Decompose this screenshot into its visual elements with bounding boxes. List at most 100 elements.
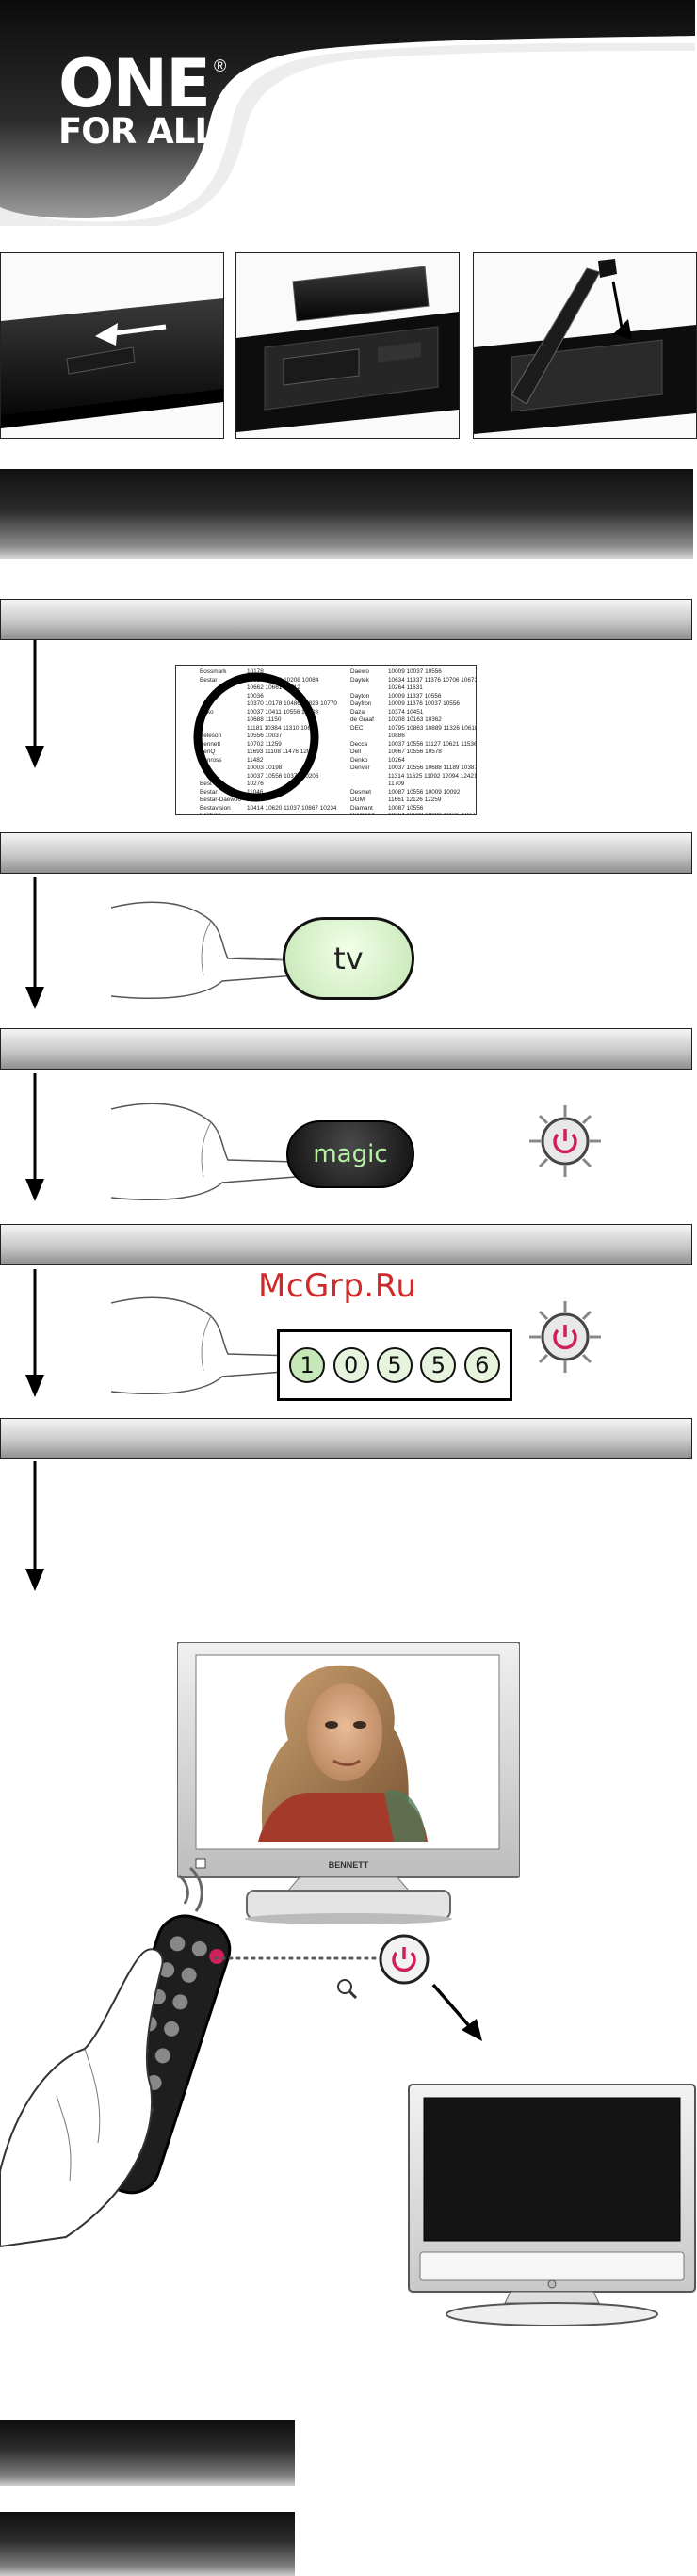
code-list-entry: 10208 10163 10362	[388, 716, 442, 723]
code-list-entry: Denver	[350, 765, 370, 771]
brand-logo: ONE FOR ALL ®	[58, 45, 247, 152]
code-list-entry: 10009 11376 10037 10556	[388, 700, 460, 707]
diagonal-arrow-icon	[431, 1983, 482, 2041]
code-list-entry: 10702 11259	[247, 740, 282, 748]
code-list-entry: 11709	[388, 781, 405, 787]
code-list-entry: 10276	[247, 781, 264, 787]
power-button-icon	[379, 1934, 430, 1985]
code-list-entry: Dayton	[350, 692, 370, 700]
down-arrow-icon	[25, 877, 44, 1009]
hand-pressing-icon	[111, 1296, 300, 1395]
code-list-entry: 10414 10620 11037 10867 10234	[247, 804, 337, 812]
power-led-icon	[529, 1105, 601, 1177]
magic-button-label: magic	[313, 1140, 388, 1168]
code-list-entry: 11314 11625 11092 12094 12421	[388, 772, 477, 780]
down-arrow-icon	[25, 1269, 44, 1397]
code-list-entry: 10178	[247, 668, 264, 675]
power-led-icon	[529, 1301, 601, 1373]
code-list-entry: 11693 11108 11476 12094	[247, 749, 317, 755]
signal-path	[215, 1956, 382, 2000]
code-list-entry: 10374 10451	[388, 708, 424, 716]
bottom-banner-1	[0, 2420, 295, 2486]
digit-button-0[interactable]: 0	[332, 1347, 369, 1383]
code-list-entry: Dayfron	[350, 700, 372, 707]
code-list-entry: 10037 10556 10370 10206	[247, 772, 319, 780]
code-list-entry: 11482	[247, 756, 264, 764]
hand-pressing-icon	[111, 901, 304, 1000]
code-list-entry: Bestar-Daewoo	[200, 797, 242, 803]
logo-line-one: ONE	[58, 45, 211, 122]
step-bar-2	[0, 832, 692, 874]
down-arrow-icon	[25, 1461, 44, 1591]
digit-button-5[interactable]: 5	[376, 1347, 413, 1383]
code-list-entry: 10037 10556 11127 10621 11536	[388, 740, 477, 748]
code-list-entry: Decca	[350, 740, 368, 748]
battery-step-photo-1	[0, 252, 224, 439]
down-arrow-icon	[25, 640, 44, 768]
step-bar-4	[0, 1224, 692, 1265]
tv-brand-label: BENNETT	[329, 1860, 369, 1870]
watermark-text: McGrp.Ru	[258, 1267, 417, 1305]
code-list-entry: 11661 12126 12259	[388, 797, 442, 803]
down-arrow-icon	[25, 1073, 44, 1201]
code-list-entry: Bestar	[200, 676, 218, 684]
magic-button[interactable]: magic	[286, 1120, 414, 1188]
code-list-entry: 10634 11337 11376 10706 10673	[388, 676, 477, 684]
code-list-entry: Benross	[200, 756, 222, 764]
code-list-entry: de Graaf	[350, 716, 374, 723]
television-on: BENNETT	[177, 1642, 520, 1924]
code-list-entry: Bestvell	[200, 813, 241, 814]
code-list-entry: 10036	[247, 692, 264, 700]
code-list-entry: 11181 10384 11310 10602	[247, 724, 317, 732]
step-bar-5	[0, 1418, 692, 1459]
code-list-entry: 10087 10556 10009 10092	[388, 788, 461, 796]
remote-control-in-hand	[0, 1866, 232, 2248]
step-bar-3	[0, 1028, 692, 1070]
code-list-entry: Diamant	[350, 804, 373, 812]
bottom-banner-2	[0, 2512, 295, 2576]
code-list-entry: 10370 10178 10486 10823 10770	[247, 700, 337, 707]
tv-button[interactable]: tv	[283, 917, 414, 1000]
code-list-entry: Daewo	[350, 668, 369, 675]
code-list-entry: DGM	[350, 797, 365, 803]
code-list-entry: 10009 11337 10556	[388, 692, 442, 700]
code-list-entry: Best	[200, 781, 212, 787]
code-list-entry: Daza	[350, 708, 365, 716]
television-off	[408, 2084, 696, 2326]
tv-button-label: tv	[333, 941, 364, 976]
code-list-entry: BenQ	[200, 749, 216, 755]
section-banner	[0, 469, 693, 559]
code-list-entry: 10009 10037 10556	[388, 668, 442, 675]
digit-button-5[interactable]: 5	[420, 1347, 457, 1383]
trademark-symbol: ®	[214, 56, 227, 75]
code-list-entry: Denko	[350, 756, 368, 764]
code-list-entry: Daytek	[350, 676, 369, 684]
code-list-entry: 10886	[388, 733, 405, 739]
code-list-entry: 10264 11631	[388, 684, 423, 691]
hand-pressing-icon	[111, 1103, 304, 1201]
code-list-entry: 10087 10556	[388, 804, 424, 812]
header-banner	[0, 0, 697, 226]
code-list-entry: Bestar	[200, 788, 218, 796]
code-list-entry: Bennett	[200, 740, 221, 748]
digit-button-1[interactable]: 1	[289, 1347, 326, 1383]
code-list-entry: 10556 10037	[247, 733, 283, 739]
code-list-entry: Diamond	[350, 813, 375, 814]
code-list-entry: DEC	[350, 724, 364, 732]
logo-line-for-all: FOR ALL	[58, 111, 217, 152]
code-list-entry: 10688 11150	[247, 716, 282, 723]
highlight-circle	[193, 672, 319, 802]
code-list-entry: 10795 10863 10889 11326 10618	[388, 724, 477, 732]
battery-step-photo-3	[473, 252, 697, 439]
code-list-entry: Beleson	[200, 733, 222, 739]
digit-button-6[interactable]: 6	[463, 1347, 500, 1383]
step-bar-1	[0, 599, 692, 640]
battery-step-photo-2	[235, 252, 460, 439]
code-list-entry: 11046	[247, 788, 264, 796]
code-list-entry: 10037 10556 10688 11189 10387	[388, 765, 477, 771]
code-list-entry: Bossmark	[200, 668, 227, 675]
code-list-entry: Bestavision	[200, 804, 231, 812]
